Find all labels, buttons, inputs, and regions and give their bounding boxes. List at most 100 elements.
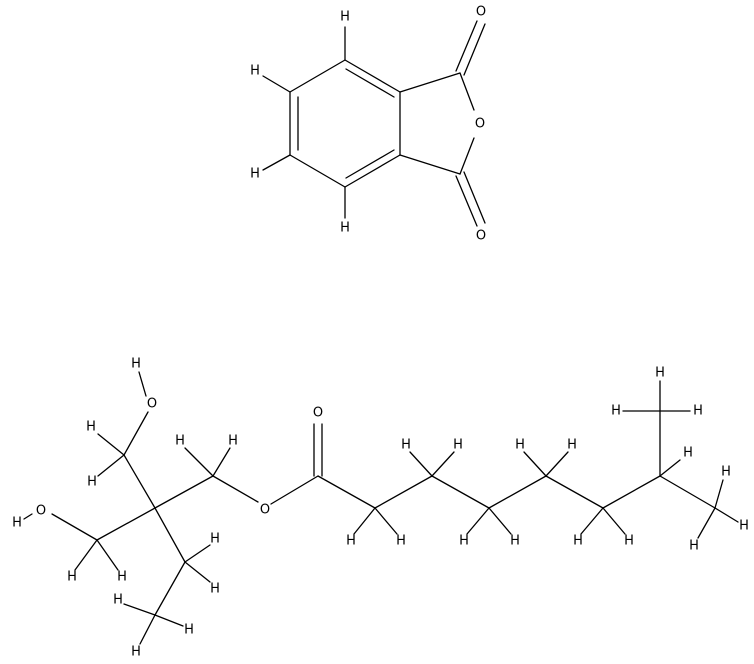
bond: [96, 507, 156, 541]
bond: [23, 513, 33, 520]
hydrogen-atom-label: H: [689, 539, 699, 554]
bond: [123, 454, 156, 509]
bond: [51, 513, 98, 541]
bond: [184, 561, 211, 583]
hydrogen-atom-label: H: [131, 357, 141, 372]
hydrogen-atom-label: H: [739, 519, 749, 534]
hydrogen-atom-label: H: [683, 446, 693, 461]
hydrogen-atom-label: H: [113, 593, 123, 608]
hydrogen-atom-label: H: [210, 582, 220, 597]
bond: [154, 507, 186, 563]
bond: [262, 154, 291, 171]
bond: [345, 149, 395, 179]
bond: [123, 603, 156, 616]
hydrogen-atom-label: H: [611, 404, 621, 419]
bond: [184, 544, 211, 563]
phthalic-anhydride-structure: H H H H O O O: [250, 5, 486, 244]
bond: [459, 137, 475, 175]
bond: [184, 447, 214, 477]
oxygen-atom-label: O: [147, 397, 157, 412]
bond: [96, 539, 119, 571]
hydrogen-atom-label: H: [184, 623, 194, 638]
hydrogen-atom-label: H: [228, 434, 238, 449]
bond: [455, 175, 478, 227]
bond: [399, 72, 461, 93]
bond: [399, 154, 461, 175]
hydrogen-atom-label: H: [340, 221, 350, 236]
hydrogen-atom-label: H: [453, 438, 463, 453]
bond: [97, 433, 125, 456]
bond: [138, 371, 147, 397]
hydrogen-atom-label: H: [131, 645, 141, 660]
bond: [139, 614, 156, 645]
hydrogen-atom-label: H: [250, 64, 260, 79]
hydrogen-atom-label: H: [250, 167, 260, 182]
bond: [154, 561, 186, 616]
bond: [488, 475, 547, 509]
bond: [459, 72, 475, 111]
bond: [74, 539, 98, 571]
hydrogen-atom-label: H: [515, 438, 525, 453]
bond: [431, 475, 490, 509]
bond: [714, 507, 739, 523]
ester-diol-structure: O H O H O O H H H H H H H H H H H H H H …: [12, 357, 749, 660]
bond: [212, 447, 231, 477]
hydrogen-atom-label: H: [86, 420, 96, 435]
hydrogen-atom-label: H: [67, 570, 77, 585]
oxygen-atom-label: O: [260, 503, 270, 518]
oxygen-atom-label: O: [313, 406, 323, 421]
hydrogen-atom-label: H: [87, 475, 97, 490]
bond: [659, 475, 716, 509]
bond: [466, 507, 490, 535]
hydrogen-atom-label: H: [346, 534, 356, 549]
bond: [463, 23, 486, 76]
hydrogen-atom-label: H: [624, 534, 634, 549]
bond: [431, 451, 455, 477]
bond: [374, 475, 433, 509]
hydrogen-atom-label: H: [396, 534, 406, 549]
bond: [374, 507, 398, 535]
hydrogen-atom-label: H: [117, 570, 127, 585]
bond: [212, 475, 259, 503]
bond: [602, 475, 661, 509]
hydrogen-atom-label: H: [175, 434, 185, 449]
hydrogen-atom-label: H: [693, 404, 703, 419]
bond: [289, 154, 346, 188]
bond: [455, 20, 478, 72]
bond: [659, 459, 681, 477]
hydrogen-atom-label: H: [12, 516, 22, 531]
bond: [602, 507, 626, 535]
hydrogen-atom-label: H: [340, 10, 350, 25]
bond: [545, 475, 604, 509]
hydrogen-atom-label: H: [401, 438, 411, 453]
bond: [463, 171, 486, 224]
oxygen-atom-label: O: [36, 504, 46, 519]
bond: [154, 614, 184, 627]
oxygen-atom-label: O: [475, 117, 485, 132]
bond: [317, 475, 376, 509]
hydrogen-atom-label: H: [655, 366, 665, 381]
bond: [545, 451, 569, 477]
bond: [262, 75, 291, 93]
bond: [123, 411, 149, 456]
bond: [270, 475, 319, 505]
oxygen-atom-label: O: [476, 5, 486, 20]
bond: [697, 507, 716, 539]
hydrogen-atom-label: H: [567, 438, 577, 453]
bond: [353, 507, 376, 535]
bond: [154, 475, 214, 509]
bond: [344, 154, 401, 188]
bond: [97, 454, 125, 477]
hydrogen-atom-label: H: [210, 532, 220, 547]
bond: [409, 451, 433, 477]
bond: [523, 451, 547, 477]
bond: [289, 59, 346, 93]
oxygen-atom-label: O: [476, 229, 486, 244]
hydrogen-atom-label: H: [573, 534, 583, 549]
hydrogen-atom-label: H: [721, 465, 731, 480]
hydrogen-atom-label: H: [459, 534, 469, 549]
bond: [345, 68, 395, 98]
hydrogen-atom-label: H: [510, 534, 520, 549]
bond: [344, 59, 401, 93]
